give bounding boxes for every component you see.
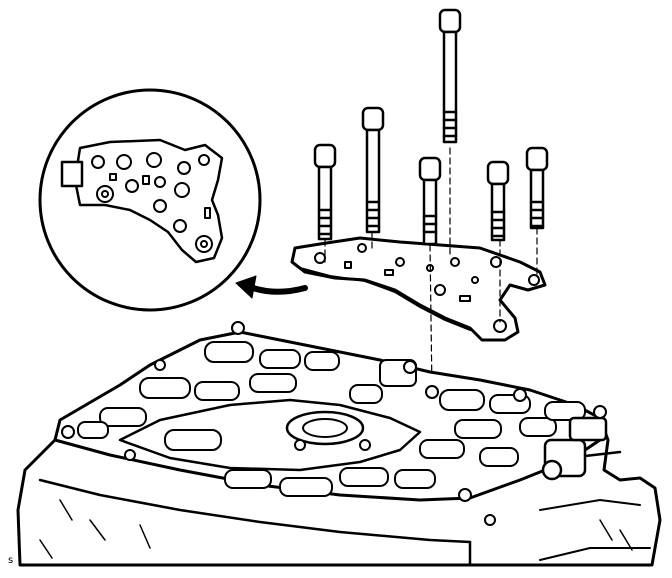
bolt-3 [313, 143, 337, 241]
bolt-4 [418, 156, 442, 246]
bolts [313, 8, 549, 393]
bolt-2 [361, 106, 385, 234]
bolt-1 [438, 8, 462, 144]
orientation-arrow [235, 275, 308, 299]
valve-spools [77, 341, 586, 497]
spacer-plate-outline [290, 236, 547, 342]
detail-view [38, 88, 262, 312]
valve-body [16, 321, 662, 567]
corner-mark: s [8, 555, 14, 566]
bolt-6 [525, 146, 549, 230]
bolt-5 [486, 160, 510, 242]
spacer-plate [290, 236, 547, 342]
solenoid [541, 416, 622, 481]
valve-body-bolts [61, 321, 607, 526]
detail-plate-holes [91, 152, 213, 253]
